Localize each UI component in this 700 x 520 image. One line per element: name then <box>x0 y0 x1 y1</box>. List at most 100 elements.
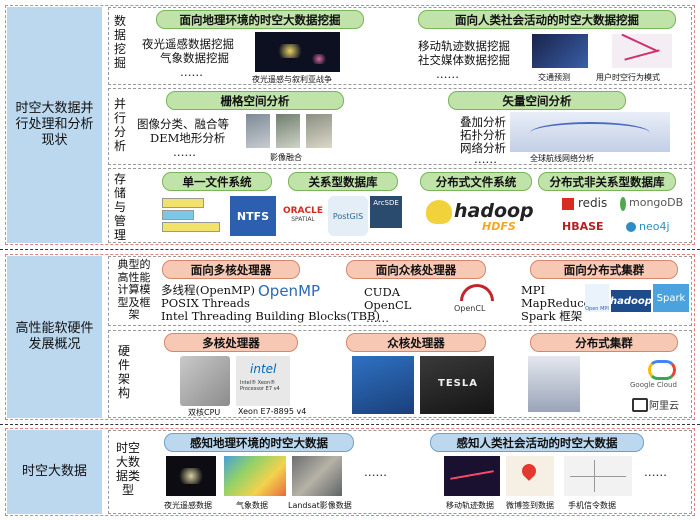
pill-perceive-human: 感知人类社会活动的时空大数据 <box>430 433 644 452</box>
geo-mining-item-2: 气象数据挖掘 <box>160 51 229 65</box>
weibo-checkin-image <box>506 456 554 496</box>
tesla-gpu-image: TESLA <box>420 356 494 414</box>
mining-label: 数据挖掘 <box>113 14 126 70</box>
airline-network-caption: 全球航线网络分析 <box>530 154 594 163</box>
section-2-group <box>5 254 695 420</box>
pill-hw-multicore: 多核处理器 <box>164 333 298 352</box>
pill-single-fs: 单一文件系统 <box>162 172 272 191</box>
night-light-map-caption: 夜光遥感数据 <box>164 501 212 510</box>
raster-item-2: DEM地形分析 <box>150 131 226 145</box>
pill-sw-dist: 面向分布式集群 <box>530 260 678 279</box>
separator-2 <box>0 424 700 425</box>
sw-manycore-item-2: OpenCL <box>364 298 412 312</box>
pill-hw-manycore: 众核处理器 <box>346 333 486 352</box>
pill-sw-manycore: 面向众核处理器 <box>346 260 486 279</box>
weibo-checkin-caption: 微博签到数据 <box>506 501 554 510</box>
arcsde-logo: ArcSDE <box>370 196 402 228</box>
neo4j-logo: neo4j <box>626 218 686 236</box>
manycore-card-1 <box>352 356 414 414</box>
hadoop-mapreduce-logo: hadoop <box>610 290 652 312</box>
phone-signal-caption: 手机信令数据 <box>568 501 616 510</box>
hbase-logo: HBASE <box>562 220 604 233</box>
hardware-box <box>108 330 692 418</box>
pill-geo-mining: 面向地理环境的时空大数据挖掘 <box>156 10 364 29</box>
software-box <box>108 256 692 326</box>
neo4j-graph-icon <box>626 222 636 232</box>
section-1-title: 时空大数据并行处理和分析现状 <box>15 101 94 148</box>
trajectory-caption: 移动轨迹数据 <box>446 501 494 510</box>
behavior-caption: 用户时空行为模式 <box>596 73 660 82</box>
weather-map-image <box>224 456 286 496</box>
sw-manycore-item-3: …… <box>366 311 389 325</box>
openmp-logo: OpenMP <box>258 282 321 300</box>
sw-multicore-item-3: Intel Threading Building Blocks(TBB) <box>161 309 380 323</box>
map-pin-icon <box>519 461 539 481</box>
section-2-label: 高性能软硬件发展概况 <box>7 256 102 418</box>
opencl-logo: OpenCL <box>450 284 500 320</box>
vector-item-3: 网络分析 <box>460 141 506 155</box>
storage-label: 存储与管理 <box>113 172 126 242</box>
tesla-logo: TESLA <box>438 378 478 389</box>
trajectory-map-image <box>444 456 500 496</box>
postgis-logo: PostGIS <box>328 196 368 236</box>
separator-1 <box>0 249 700 250</box>
section-2-title: 高性能软硬件发展概况 <box>15 321 94 352</box>
geo-data-ellipsis: …… <box>364 465 387 479</box>
pill-nosql: 分布式非关系型数据库 <box>538 172 676 191</box>
section-1-group <box>5 5 695 245</box>
bigdata-box <box>108 430 692 514</box>
pill-relational-db: 关系型数据库 <box>288 172 398 191</box>
hadoop-hdfs-logo: hadoop HDFS <box>426 196 534 236</box>
night-light-image <box>255 32 340 72</box>
parallel-label: 并行分析 <box>113 97 126 153</box>
human-mining-item-3: …… <box>436 67 459 81</box>
section-3-title: 时空大数据 <box>21 464 87 479</box>
software-label: 典型的高性能计算模型及框架 <box>117 258 151 321</box>
geo-mining-item-3: …… <box>180 65 203 79</box>
image-fusion-caption: 影像融合 <box>270 153 302 162</box>
ntfs-logo: NTFS <box>230 196 276 236</box>
human-data-ellipsis: …… <box>644 465 667 479</box>
human-mining-item-1: 移动轨迹数据挖掘 <box>418 39 510 53</box>
raster-item-3: …… <box>173 145 196 159</box>
sw-multicore-item-2: POSIX Threads <box>161 296 250 310</box>
hardware-label: 硬件架构 <box>117 344 130 400</box>
google-cloud-logo: Google Cloud <box>630 360 690 390</box>
hadoop-elephant-icon <box>426 200 452 224</box>
intel-logo: intel <box>250 362 277 376</box>
pill-sw-multicore: 面向多核处理器 <box>162 260 300 279</box>
aliyun-logo: 阿里云 <box>632 396 690 412</box>
night-light-caption: 夜光遥感与叙利亚战争 <box>252 75 332 84</box>
bigdata-label: 时空大数据类型 <box>115 441 140 497</box>
behavior-image <box>612 34 672 68</box>
sw-multicore-item-1: 多线程(OpenMP) <box>161 283 255 297</box>
storage-box <box>108 168 692 243</box>
redis-cube-icon <box>562 198 574 210</box>
section-3-label: 时空大数据 <box>7 430 102 514</box>
geo-mining-item-1: 夜光遥感数据挖掘 <box>142 37 234 51</box>
sw-dist-item-2: MapReduce <box>521 296 591 310</box>
parallel-box <box>108 88 692 165</box>
mongodb-logo: mongoDB <box>620 196 690 212</box>
pill-dfs: 分布式文件系统 <box>420 172 532 191</box>
landsat-image <box>292 456 342 496</box>
landsat-caption: Landsat影像数据 <box>288 501 352 510</box>
section-3-group <box>5 428 695 516</box>
raster-item-1: 图像分类、融合等 <box>137 117 229 131</box>
night-light-map-image <box>166 456 216 496</box>
sw-dist-item-3: Spark 框架 <box>521 309 583 323</box>
vector-item-2: 拓扑分析 <box>460 128 506 142</box>
mining-box <box>108 7 692 85</box>
traffic-caption: 交通预测 <box>538 73 570 82</box>
xeon-cpu-caption: Xeon E7-8895 v4 <box>238 407 307 416</box>
human-mining-item-2: 社交媒体数据挖掘 <box>418 53 510 67</box>
image-fusion-3 <box>306 114 332 148</box>
file-system-diagram <box>158 196 222 234</box>
section-1-label: 时空大数据并行处理和分析现状 <box>7 7 102 243</box>
dual-core-cpu-caption: 双核CPU <box>188 408 221 417</box>
sw-dist-item-1: MPI <box>521 283 546 297</box>
mongodb-leaf-icon <box>620 197 626 211</box>
image-fusion-2 <box>276 114 300 148</box>
airline-network-image <box>510 112 670 152</box>
server-rack-image <box>528 356 580 412</box>
